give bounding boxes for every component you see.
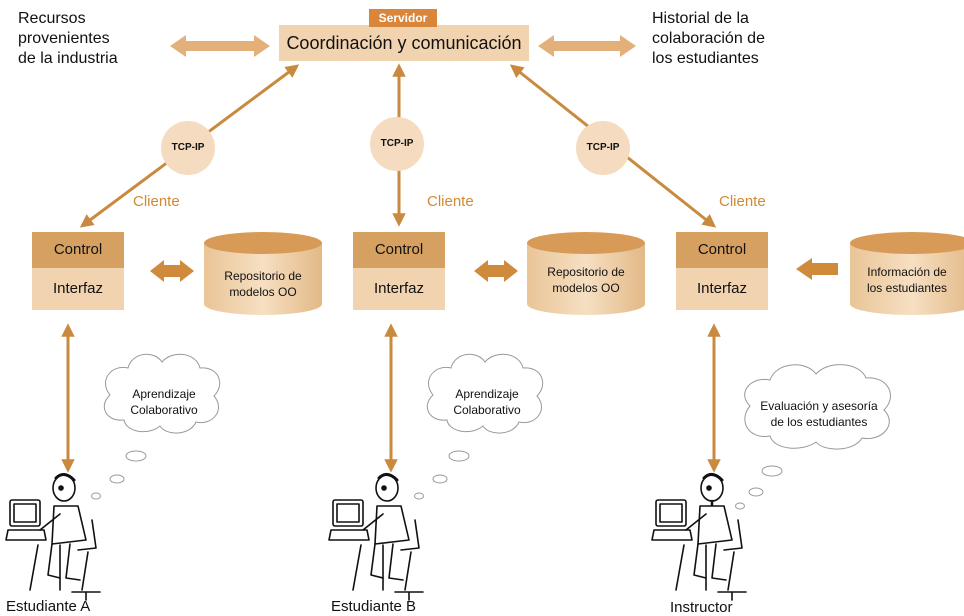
person-icon-instructor — [651, 473, 747, 601]
client-a-interfaz: Interfaz — [32, 268, 124, 310]
cylinder-repo-b — [527, 232, 645, 315]
client-label-a: Cliente — [133, 193, 180, 210]
tcp-badge-c: TCP-IP — [576, 121, 630, 175]
double-arrow-right — [538, 35, 636, 57]
actor-label-student-a: Estudiante A — [6, 598, 91, 615]
server-box: Coordinación y comunicación — [279, 25, 529, 61]
server-tag: Servidor — [369, 9, 437, 27]
thought-cloud-b — [414, 353, 544, 500]
actor-label-instructor: Instructor — [670, 599, 733, 616]
left-resource-line2: provenientes — [18, 30, 110, 47]
person-icon-student-a — [5, 473, 101, 601]
right-resource-line2: colaboración de — [652, 30, 765, 47]
cylinder-repo-a — [204, 232, 322, 315]
client-label-c: Cliente — [719, 193, 766, 210]
thought-cloud-instructor — [735, 364, 891, 510]
tcp-badge-a: TCP-IP — [161, 121, 215, 175]
double-arrow-repo-b — [474, 260, 518, 282]
actor-label-student-b: Estudiante B — [331, 598, 417, 615]
right-resource-line1: Historial de la — [652, 10, 749, 27]
cylinder-student-info — [850, 232, 964, 315]
double-arrow-left — [170, 35, 270, 57]
client-label-b: Cliente — [427, 193, 474, 210]
client-b-interfaz: Interfaz — [353, 268, 445, 310]
client-a-control: Control — [32, 232, 124, 268]
client-c-control: Control — [676, 232, 768, 268]
left-resource-line1: Recursos — [18, 10, 86, 27]
client-b-control: Control — [353, 232, 445, 268]
double-arrow-repo-a — [150, 260, 194, 282]
left-resource-line3: de la industria — [18, 50, 118, 67]
client-c-interfaz: Interfaz — [676, 268, 768, 310]
arrow-student-info — [796, 258, 838, 280]
right-resource-line3: los estudiantes — [652, 50, 759, 67]
person-icon-student-b — [328, 473, 424, 601]
tcp-badge-b: TCP-IP — [370, 117, 424, 171]
thought-cloud-a — [91, 353, 221, 500]
